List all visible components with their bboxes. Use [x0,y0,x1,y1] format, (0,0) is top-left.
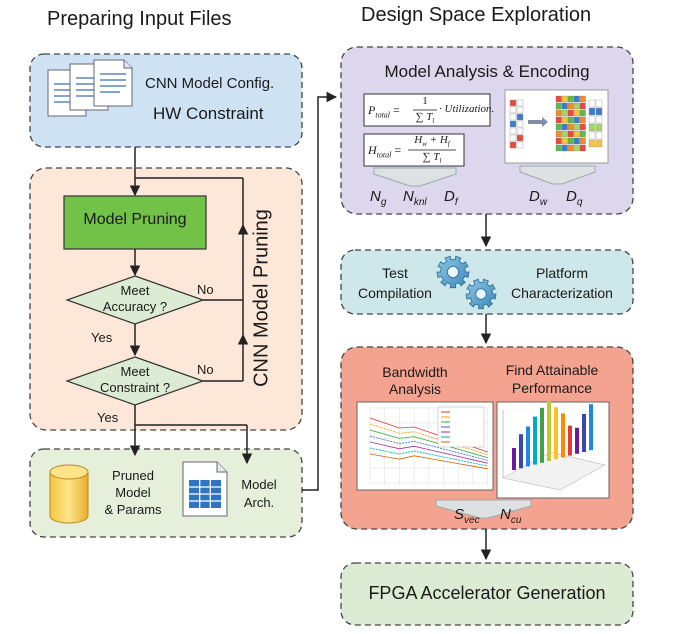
analysis-title: Model Analysis & Encoding [384,62,590,81]
pruned-label-1: Pruned [112,468,154,483]
yes-label-accuracy: Yes [91,330,113,345]
output-dq: Dq [566,188,583,208]
ptotal-denominator: ∑ Tl [415,111,435,126]
pruned-label-3: & Params [104,502,162,517]
htotal-numerator: Hw + Hf [414,134,450,149]
bandwidth-label-1: Bandwidth [382,364,448,380]
ptotal-numerator: 1 [422,95,428,107]
platform-label-1: Platform [535,265,589,281]
document-stack-icon [47,59,133,117]
constraint-label-1: Meet [120,364,150,379]
platform-label-2: Characterization [511,285,613,301]
funnel-arrow-bandwidth [435,499,532,519]
performance-label-2: Performance [511,380,593,396]
yes-label-constraint: Yes [97,410,119,425]
performance-label-1: Find Attainable [505,362,599,378]
cnn-config-label: CNN Model Config. [145,75,275,92]
performance-chart-image [496,401,610,499]
ptotal-tail: · Utilization. [439,103,495,115]
output-svec: Svec [454,506,480,526]
fpga-title: FPGA Accelerator Generation [368,583,606,603]
arch-label-2: Arch. [243,495,275,510]
pruning-section-label: CNN Model Pruning [250,209,273,387]
bandwidth-label-2: Analysis [388,381,442,397]
pruned-label-2: Model [115,485,151,500]
funnel-arrow-left [373,167,457,187]
test-label-2: Compilation [358,285,432,301]
htotal-formula: Htotal = [368,143,402,160]
test-label-1: Test [382,265,408,281]
output-ncu: Ncu [500,506,522,526]
outputs-box [29,448,303,538]
ptotal-formula: Ptotal = [368,103,400,120]
accuracy-label-1: Meet [120,283,150,298]
connector-to-analysis [302,91,338,491]
database-icon [49,464,89,524]
output-dw: Dw [529,188,548,208]
no-label-constraint: No [197,362,214,377]
output-nknl: Nknl [403,188,427,208]
arch-label-1: Model [241,477,277,492]
fpga-box [340,562,634,626]
table-document-icon [182,461,228,517]
bandwidth-chart-image [356,401,494,491]
model-pruning-block [63,195,207,250]
left-heading: Preparing Input Files [47,8,232,30]
output-df: Df [444,188,458,208]
htotal-denominator: ∑ Tl [422,151,442,166]
gears-icon [436,255,497,310]
model-pruning-label: Model Pruning [83,211,187,228]
output-ng: Ng [370,188,387,208]
right-heading: Design Space Exploration [361,4,592,26]
accuracy-label-2: Accuracy ? [102,299,168,314]
hw-constraint-label: HW Constraint [153,104,264,123]
constraint-label-2: Constraint ? [99,380,171,395]
funnel-arrow-right [519,165,596,185]
no-label-accuracy: No [197,282,214,297]
encoding-table-image [504,89,609,164]
